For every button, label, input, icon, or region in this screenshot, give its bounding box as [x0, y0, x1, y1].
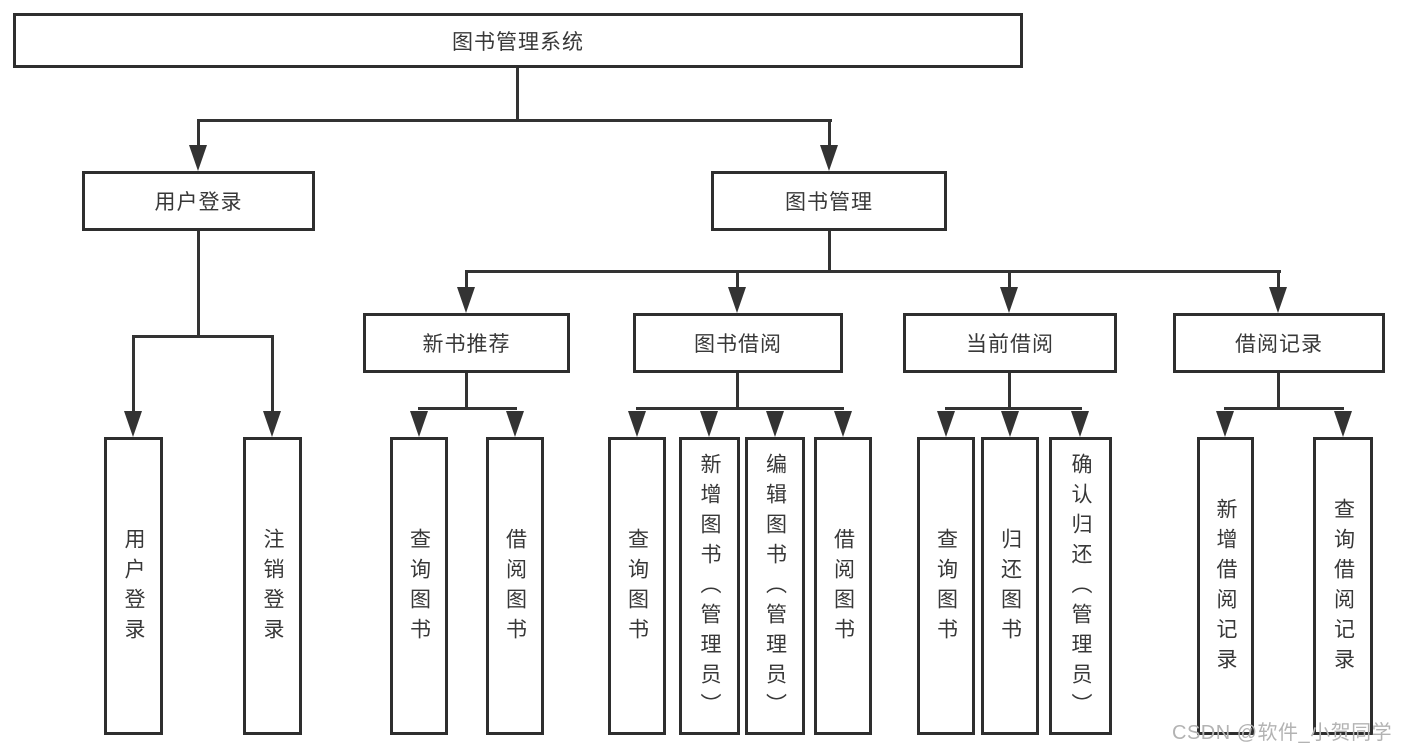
arrow-down-icon: [1334, 411, 1352, 437]
arrow-down-icon: [263, 411, 281, 437]
node-borrowing-records: 借阅记录: [1173, 313, 1385, 373]
connector-drop-login-leaf: [132, 335, 135, 413]
node-borrow-books: 借阅图书: [814, 437, 872, 735]
node-add-book-admin: 新增图书（管理员）: [679, 437, 740, 735]
connector-book-management-stem: [828, 231, 831, 273]
arrow-down-icon: [834, 411, 852, 437]
arrow-down-icon: [410, 411, 428, 437]
connector-drop-records: [1277, 270, 1280, 290]
node-current-query-books: 查询图书: [917, 437, 975, 735]
arrow-down-icon: [766, 411, 784, 437]
connector-drop-logout-leaf: [271, 335, 274, 413]
node-current-borrowing: 当前借阅: [903, 313, 1117, 373]
arrow-down-icon: [1000, 287, 1018, 313]
node-book-management: 图书管理: [711, 171, 947, 231]
connector-records-stem: [1277, 373, 1280, 410]
node-confirm-return-admin: 确认归还（管理员）: [1049, 437, 1112, 735]
node-book-borrowing: 图书借阅: [633, 313, 843, 373]
node-user-login-action: 用户登录: [104, 437, 163, 735]
arrow-down-icon: [728, 287, 746, 313]
connector-borrowing-stem: [736, 373, 739, 410]
connector-user-login-branch: [132, 335, 274, 338]
arrow-down-icon: [457, 287, 475, 313]
connector-drop-recommend: [465, 270, 468, 290]
node-recommend-query-books: 查询图书: [390, 437, 448, 735]
connector-drop-current: [1008, 270, 1011, 290]
connector-records-branch: [1224, 407, 1344, 410]
node-new-book-recommendation: 新书推荐: [363, 313, 570, 373]
connector-root-stem: [516, 68, 519, 122]
connector-l3-branch: [465, 270, 1281, 273]
arrow-down-icon: [1269, 287, 1287, 313]
node-query-borrow-record: 查询借阅记录: [1313, 437, 1373, 735]
connector-recommend-branch: [418, 407, 517, 410]
arrow-down-icon: [820, 145, 838, 171]
arrow-down-icon: [506, 411, 524, 437]
arrow-down-icon: [124, 411, 142, 437]
arrow-down-icon: [189, 145, 207, 171]
arrow-down-icon: [937, 411, 955, 437]
connector-drop-book-management: [828, 119, 831, 147]
arrow-down-icon: [700, 411, 718, 437]
node-recommend-borrow-books: 借阅图书: [486, 437, 544, 735]
connector-l2-branch: [197, 119, 832, 122]
node-return-books: 归还图书: [981, 437, 1039, 735]
node-user-login: 用户登录: [82, 171, 315, 231]
connector-current-branch: [945, 407, 1082, 410]
arrow-down-icon: [628, 411, 646, 437]
node-borrowing-query-books: 查询图书: [608, 437, 666, 735]
node-add-borrow-record: 新增借阅记录: [1197, 437, 1254, 735]
arrow-down-icon: [1071, 411, 1089, 437]
node-logout: 注销登录: [243, 437, 302, 735]
connector-borrowing-branch: [636, 407, 844, 410]
arrow-down-icon: [1216, 411, 1234, 437]
node-library-management-system: 图书管理系统: [13, 13, 1023, 68]
csdn-watermark: CSDN @软件_小贺同学: [1172, 722, 1393, 744]
connector-current-stem: [1008, 373, 1011, 410]
connector-drop-borrowing: [736, 270, 739, 290]
connector-user-login-stem: [197, 231, 200, 338]
node-edit-book-admin: 编辑图书（管理员）: [745, 437, 805, 735]
connector-drop-user-login: [197, 119, 200, 147]
arrow-down-icon: [1001, 411, 1019, 437]
connector-recommend-stem: [465, 373, 468, 410]
